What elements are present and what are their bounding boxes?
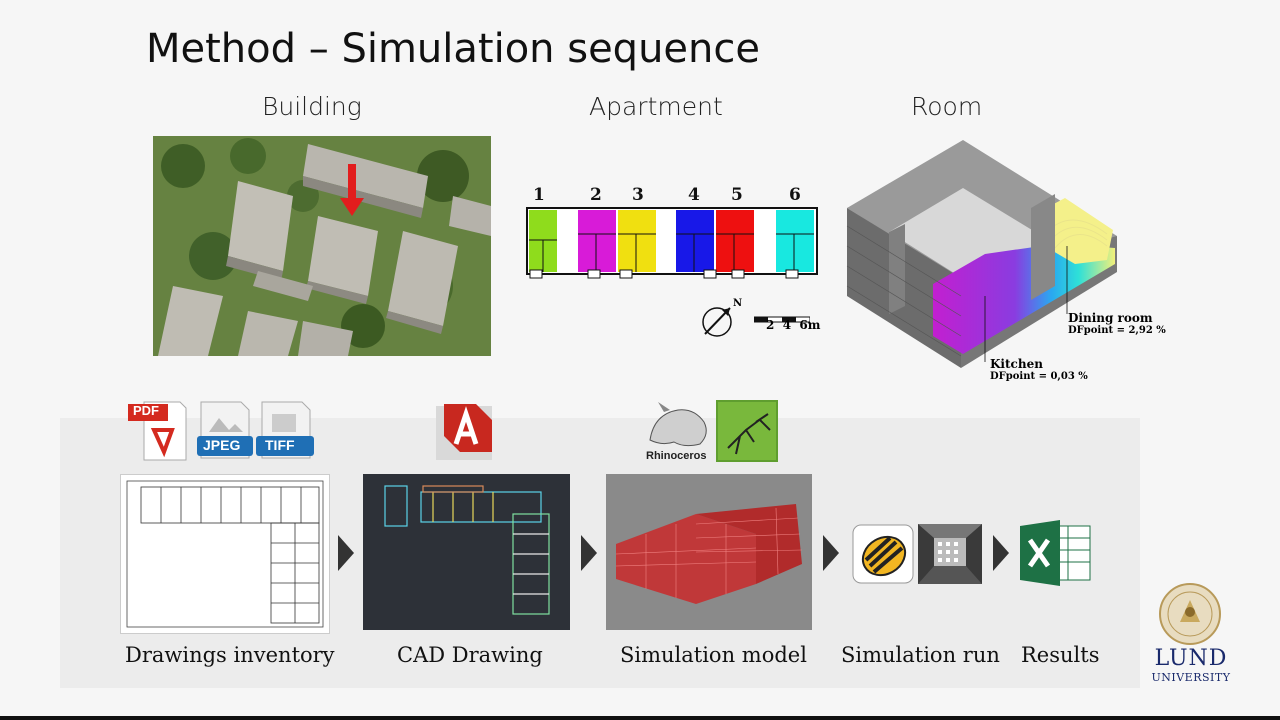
unit-number-1: 1 [533, 185, 545, 205]
kitchen-value: DFpoint = 0,03 % [990, 371, 1088, 382]
jpeg-file-icon [197, 400, 253, 460]
unit-3-area [618, 210, 656, 272]
kitchen-label: Kitchen [990, 357, 1043, 371]
dining-room-value: DFpoint = 2,92 % [1068, 325, 1166, 336]
step-label-simulation-model: Simulation model [620, 643, 807, 667]
unit-2-area [578, 210, 616, 272]
grasshopper-icon [716, 400, 778, 462]
lund-university-seal [1158, 582, 1222, 646]
unit-number-3: 3 [632, 185, 644, 205]
unit-number-4: 4 [688, 185, 700, 205]
caption-room: Room [911, 92, 983, 121]
excel-icon [1020, 520, 1092, 586]
bottom-border [0, 716, 1280, 720]
flow-arrow-icon [993, 535, 1009, 571]
tiff-file-icon [256, 400, 314, 460]
room-simulation-model [845, 136, 1155, 386]
honeybee-icon [852, 524, 914, 584]
north-label: N [733, 298, 743, 309]
step-label-simulation-run: Simulation run [841, 643, 1000, 667]
caption-building: Building [262, 92, 362, 121]
unit-6-area [776, 210, 814, 272]
unit-number-2: 2 [590, 185, 602, 205]
apartment-floor-plan [526, 206, 818, 280]
university-logo-text: UNIVERSITY [1151, 671, 1231, 684]
jpeg-icon-label: JPEG [203, 437, 241, 453]
unit-5-area [716, 210, 754, 272]
daylight-render-thumbnail [918, 524, 982, 584]
aerial-building-photo [153, 136, 491, 356]
slide-title: Method – Simulation sequence [146, 26, 760, 72]
unit-number-5: 5 [731, 185, 743, 205]
caption-apartment: Apartment [589, 92, 723, 121]
lund-logo-text: LUND [1154, 646, 1228, 671]
flow-arrow-icon [823, 535, 839, 571]
rhinoceros-icon [644, 400, 714, 450]
flow-arrow-icon [581, 535, 597, 571]
pdf-icon-label: PDF [133, 403, 159, 418]
tiff-icon-label: TIFF [265, 437, 295, 453]
flow-arrow-icon [338, 535, 354, 571]
scale-label: 2 4 6m [766, 318, 821, 332]
pdf-file-icon [128, 400, 188, 462]
unit-4-area [676, 210, 714, 272]
cad-drawing-thumbnail [363, 474, 570, 630]
autocad-icon [430, 400, 494, 462]
simulation-model-thumbnail [606, 474, 812, 630]
unit-number-6: 6 [789, 185, 801, 205]
drawings-inventory-thumbnail [120, 474, 330, 634]
step-label-results: Results [1021, 643, 1100, 667]
rhinoceros-label: Rhinoceros [646, 450, 707, 462]
step-label-drawings-inventory: Drawings inventory [125, 643, 335, 667]
step-label-cad-drawing: CAD Drawing [397, 643, 543, 667]
north-arrow-icon [700, 298, 744, 340]
dining-room-label: Dining room [1068, 311, 1153, 325]
